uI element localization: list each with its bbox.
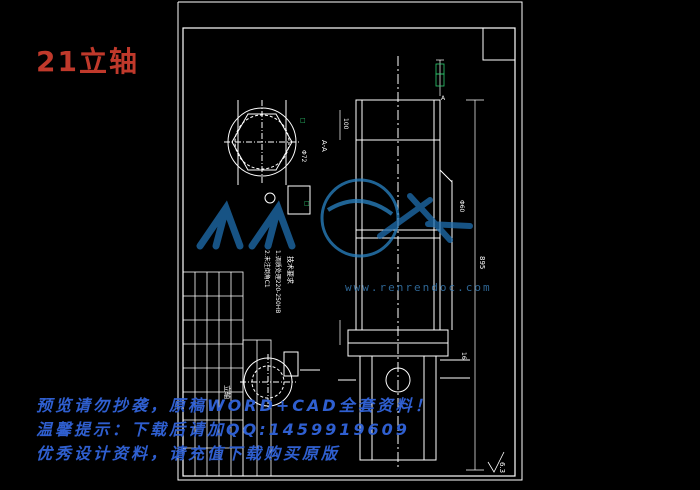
notice-line-2: 温馨提示：下载后请加QQ:1459919609	[36, 420, 410, 439]
shaft-main-view	[338, 56, 470, 470]
tech-req-1: 1.调质处理220-250HB	[274, 250, 282, 313]
corner-block	[482, 28, 515, 61]
tech-req-2: 2.未注倒角C1	[263, 250, 271, 288]
table-name: 立轴	[223, 385, 232, 399]
svg-text:□: □	[300, 117, 306, 124]
dimension-lines	[339, 59, 484, 471]
hex-dim-labels: □ □	[300, 117, 310, 207]
roughness-value: 6.3	[498, 462, 506, 473]
datum-a: A	[441, 95, 446, 102]
outer-border	[177, 1, 523, 481]
drawing-title: 21立轴	[36, 45, 139, 78]
roughness-symbol	[487, 451, 505, 473]
svg-text:□: □	[304, 200, 310, 207]
dim-len: 16	[460, 352, 467, 360]
dim-dia: Φ60	[458, 200, 465, 213]
datum-boxes	[435, 63, 445, 87]
watermark-logo	[196, 178, 473, 258]
title-block	[182, 271, 272, 477]
dim-dia2: Φ72	[300, 150, 307, 163]
inner-frame	[182, 27, 516, 477]
notice-line-1: 预览请勿抄袭，原稿WORD+CAD全套资料！	[36, 396, 434, 415]
section-label: A-A	[320, 140, 328, 152]
dim-mid: 100	[342, 118, 349, 130]
notice-line-3: 优秀设计资料，请充值下载购买原版	[36, 444, 341, 463]
dim-total: 895	[478, 256, 486, 269]
circle-detail-view	[240, 351, 320, 410]
tech-req-title: 技术要求	[286, 256, 295, 284]
watermark-url: www.renrendoc.com	[345, 281, 492, 294]
hex-section-view	[224, 100, 311, 215]
